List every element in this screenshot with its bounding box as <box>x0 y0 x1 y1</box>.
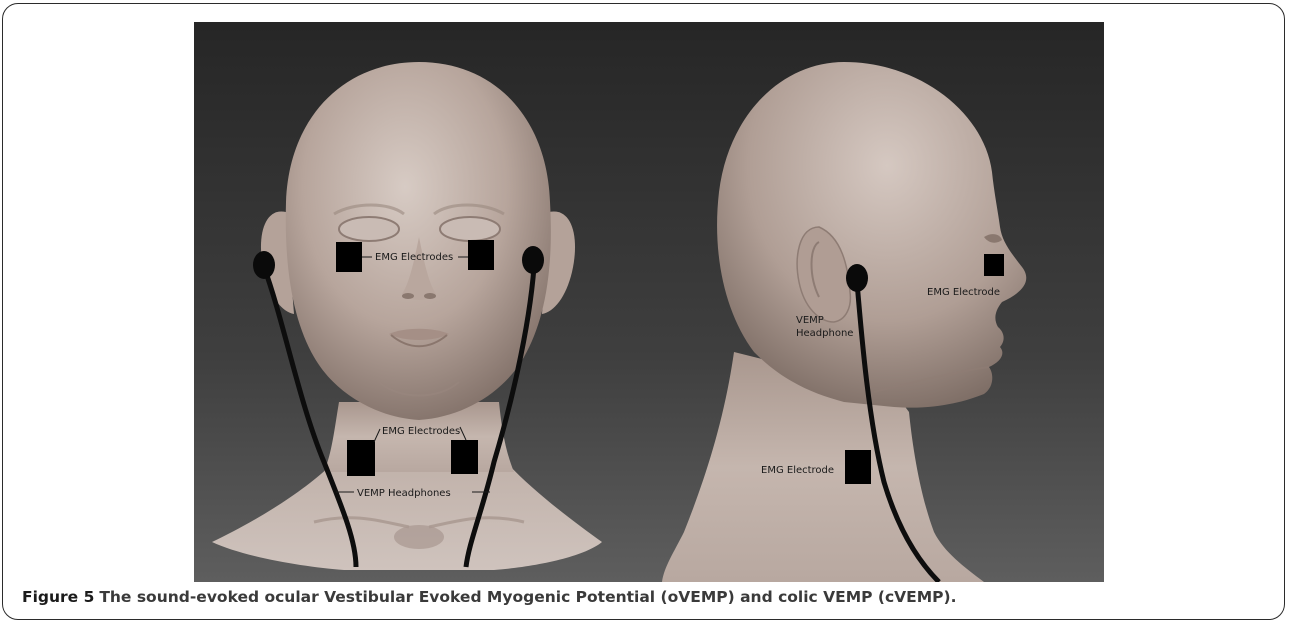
left-headphone-earbud <box>253 251 275 279</box>
label-side-headphone-line2: Headphone <box>796 328 853 339</box>
electrode-right-neck <box>451 440 478 474</box>
side-headphone-earbud <box>846 264 868 292</box>
caption-text: The sound-evoked ocular Vestibular Evoke… <box>99 588 956 606</box>
electrode-side-eye <box>984 254 1004 276</box>
figure-caption: Figure 5 The sound-evoked ocular Vestibu… <box>22 588 1262 606</box>
label-front-neck-electrodes: EMG Electrodes <box>382 426 460 437</box>
label-front-headphones: VEMP Headphones <box>357 488 451 499</box>
electrode-right-eye <box>468 240 494 270</box>
electrode-left-eye <box>336 242 362 272</box>
label-side-headphone-line1: VEMP <box>796 315 824 326</box>
electrode-side-neck <box>845 450 871 484</box>
right-headphone-earbud <box>522 246 544 274</box>
figure-number: Figure 5 <box>22 588 94 606</box>
label-front-eye-electrodes: EMG Electrodes <box>375 252 453 263</box>
figure-image: EMG Electrodes EMG Electrodes VEMP Headp… <box>194 22 1104 582</box>
head-illustration: EMG Electrodes EMG Electrodes VEMP Headp… <box>194 22 1104 582</box>
label-side-neck-electrode: EMG Electrode <box>761 465 834 476</box>
electrode-left-neck <box>347 440 375 476</box>
label-side-eye-electrode: EMG Electrode <box>927 287 1000 298</box>
